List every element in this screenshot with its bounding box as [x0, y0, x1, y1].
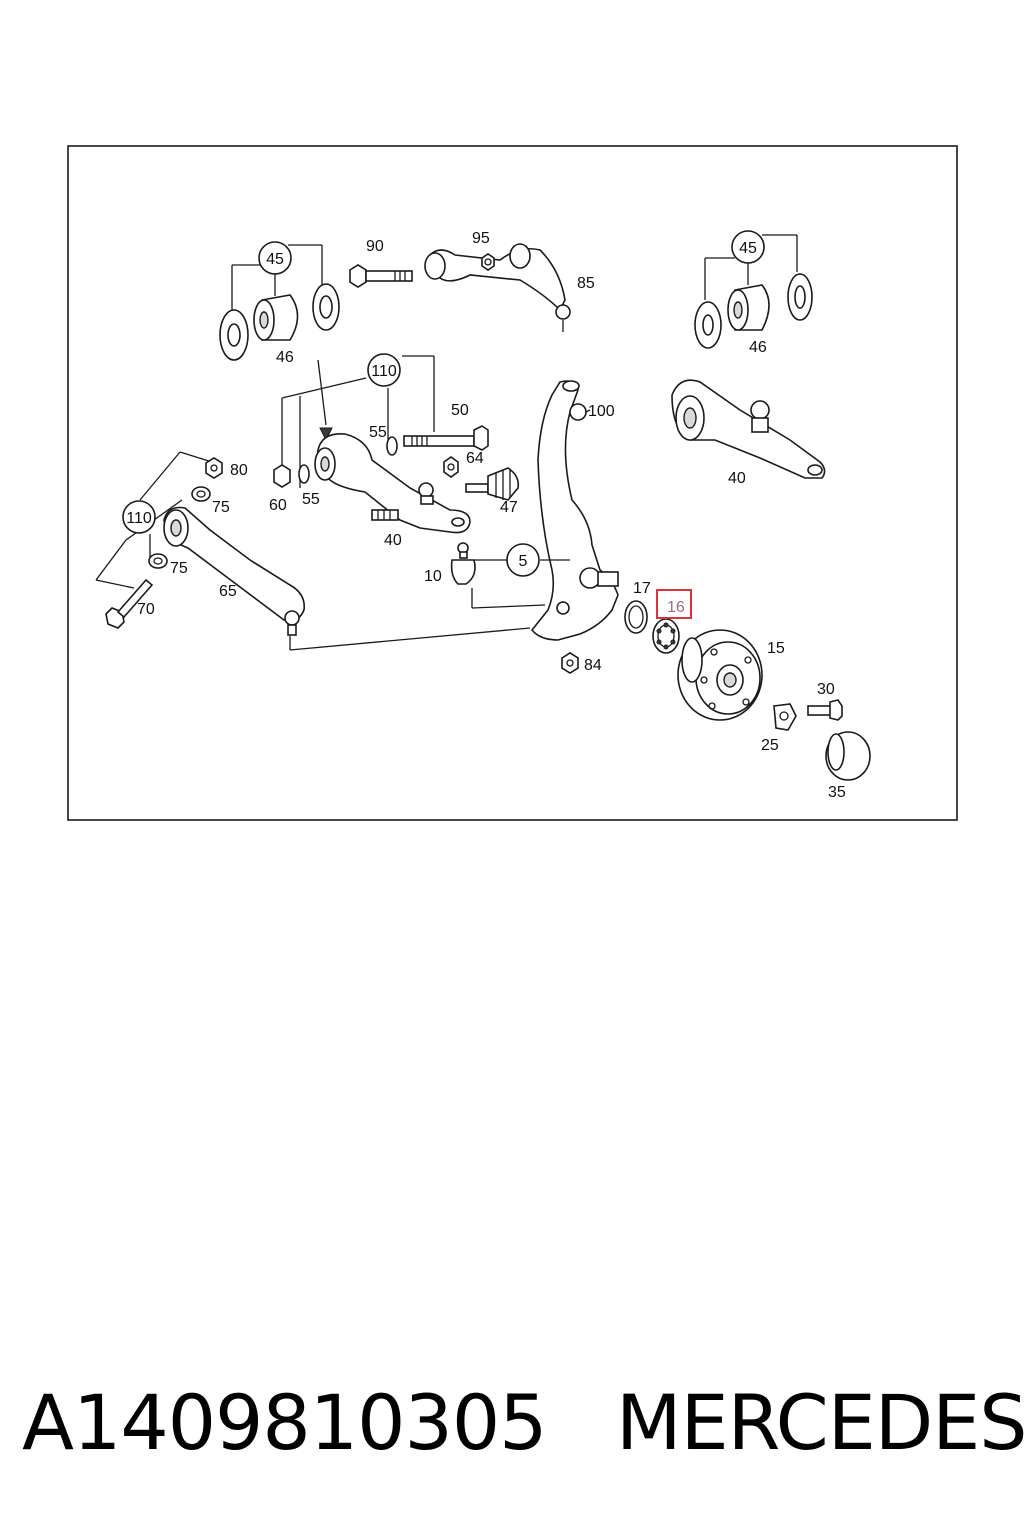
brand-name: MERCEDES: [616, 1378, 1024, 1467]
lower-arm-right-40: [671, 379, 826, 479]
steering-knuckle: [530, 380, 619, 641]
highlight-box-16: [656, 589, 692, 619]
label-64: 64: [466, 450, 484, 467]
label-65: 65: [219, 583, 237, 600]
bolt-50: [403, 425, 489, 451]
label-46-left: 46: [276, 349, 294, 366]
label-110-lower: 110: [126, 510, 152, 527]
label-55-lower: 55: [302, 491, 320, 508]
label-45-left: 45: [266, 251, 284, 268]
label-100: 100: [588, 403, 615, 420]
bolt-90: [349, 264, 413, 288]
lower-arm-left-40: [314, 433, 471, 534]
label-90: 90: [366, 238, 384, 255]
label-46-right: 46: [749, 339, 767, 356]
label-80: 80: [230, 462, 248, 479]
label-75-lower: 75: [170, 560, 188, 577]
bushing-set-right: [694, 234, 813, 349]
label-15: 15: [767, 640, 785, 657]
bolt-70: [105, 578, 154, 629]
label-84: 84: [584, 657, 602, 674]
label-70: 70: [137, 601, 155, 618]
label-95: 95: [472, 230, 490, 247]
ball-joint-47: [465, 467, 520, 501]
bolt-30: [807, 699, 843, 721]
label-25: 25: [761, 737, 779, 754]
label-75-upper: 75: [212, 499, 230, 516]
label-50: 50: [451, 402, 469, 419]
label-40-left: 40: [384, 532, 402, 549]
label-55-upper: 55: [369, 424, 387, 441]
label-10: 10: [424, 568, 442, 585]
label-45-right: 45: [739, 240, 757, 257]
label-35: 35: [828, 784, 846, 801]
label-17: 17: [633, 580, 651, 597]
suspension-parts-diagram: 45 46 90 95 85 45 46: [67, 145, 958, 821]
wheel-hub-15: [677, 629, 763, 721]
bushing-set-left: [219, 244, 340, 361]
ball-joint-10: [450, 542, 476, 585]
lower-arm-65: [163, 506, 306, 636]
label-30: 30: [817, 681, 835, 698]
label-5: 5: [519, 553, 528, 570]
label-40-right: 40: [728, 470, 746, 487]
label-60: 60: [269, 497, 287, 514]
label-47: 47: [500, 499, 518, 516]
upper-control-arm-85: [424, 243, 571, 332]
label-85: 85: [577, 275, 595, 292]
hub-cap-35: [825, 731, 871, 781]
part-number: A1409810305: [22, 1378, 548, 1467]
clip-25: [773, 703, 797, 731]
link-group-110-lower: [95, 451, 213, 589]
wheel-bearing-16: [652, 618, 680, 654]
label-110-upper: 110: [371, 363, 397, 380]
part-caption: A1409810305 MERCEDES: [22, 1368, 1024, 1478]
label-16: 16: [667, 599, 685, 616]
